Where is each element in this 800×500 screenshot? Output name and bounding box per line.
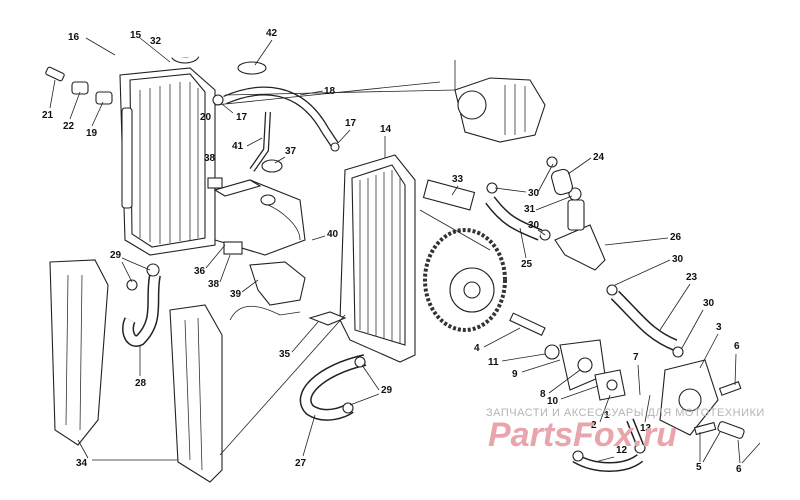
callout-2: 2 bbox=[591, 420, 597, 431]
watermark: ЗАПЧАСТИ И АКСЕССУАРЫ ДЛЯ МОТОТЕХНИКИ Pa… bbox=[486, 407, 765, 454]
callout-8: 8 bbox=[540, 389, 546, 400]
callout-27: 27 bbox=[295, 458, 307, 469]
watermark-caption: ЗАПЧАСТИ И АКСЕССУАРЫ ДЛЯ МОТОТЕХНИКИ bbox=[486, 407, 765, 419]
right-radiator bbox=[339, 154, 416, 363]
callout-36: 36 bbox=[194, 266, 206, 277]
callout-38b: 38 bbox=[208, 279, 220, 290]
callout-29a: 29 bbox=[110, 250, 122, 261]
callout-31: 31 bbox=[524, 204, 536, 215]
callout-40: 40 bbox=[327, 229, 339, 240]
callout-29b: 29 bbox=[381, 385, 393, 396]
callout-30b: 30 bbox=[528, 220, 540, 231]
callout-11: 11 bbox=[488, 357, 499, 368]
callout-17b: 17 bbox=[345, 118, 357, 129]
callout-15: 15 bbox=[130, 30, 142, 41]
callout-21: 21 bbox=[42, 110, 54, 121]
callout-labels: 16 15 32 42 21 22 19 20 17 18 17 14 38 4… bbox=[42, 28, 761, 475]
callout-35: 35 bbox=[279, 349, 291, 360]
callout-10: 10 bbox=[547, 396, 559, 407]
callout-4: 4 bbox=[474, 343, 480, 354]
callout-23: 23 bbox=[686, 272, 698, 283]
engine-cylinder bbox=[454, 77, 546, 143]
callout-19: 19 bbox=[86, 128, 98, 139]
callout-16: 16 bbox=[68, 32, 80, 43]
callout-1: 1 bbox=[604, 410, 610, 421]
callout-14: 14 bbox=[380, 124, 392, 135]
left-radiator bbox=[119, 46, 216, 256]
callout-20: 20 bbox=[200, 112, 212, 123]
t-fitting bbox=[554, 199, 606, 271]
callout-33: 33 bbox=[452, 174, 464, 185]
callout-26: 26 bbox=[670, 232, 682, 243]
watermark-logo: PartsFox.ru bbox=[488, 416, 677, 454]
callout-24: 24 bbox=[593, 152, 605, 163]
drive-chain bbox=[423, 228, 507, 332]
callout-25: 25 bbox=[521, 259, 533, 270]
radiator-shroud bbox=[49, 259, 223, 483]
callout-28: 28 bbox=[135, 378, 147, 389]
callout-5: 5 bbox=[696, 462, 702, 473]
callout-32: 32 bbox=[150, 36, 162, 47]
callout-38a: 38 bbox=[204, 153, 216, 164]
bolt-assembly bbox=[45, 66, 113, 105]
callout-6b: 6 bbox=[736, 464, 742, 475]
callout-22: 22 bbox=[63, 121, 75, 132]
callout-12: 12 bbox=[616, 445, 628, 456]
callout-7: 7 bbox=[633, 352, 639, 363]
callout-30d: 30 bbox=[703, 298, 715, 309]
callout-30c: 30 bbox=[672, 254, 684, 265]
callout-13: 13 bbox=[640, 423, 652, 434]
callout-17a: 17 bbox=[236, 112, 248, 123]
callout-37: 37 bbox=[285, 146, 297, 157]
callout-30a: 30 bbox=[528, 188, 540, 199]
callout-9: 9 bbox=[512, 369, 518, 380]
callout-42: 42 bbox=[266, 28, 278, 39]
callout-39: 39 bbox=[230, 289, 242, 300]
callout-34: 34 bbox=[76, 458, 88, 469]
callout-3: 3 bbox=[716, 322, 722, 333]
callout-41: 41 bbox=[232, 141, 244, 152]
callout-18: 18 bbox=[324, 86, 336, 97]
callout-6a: 6 bbox=[734, 341, 740, 352]
reference-lines bbox=[214, 60, 491, 456]
coolant-reservoir bbox=[213, 179, 306, 256]
